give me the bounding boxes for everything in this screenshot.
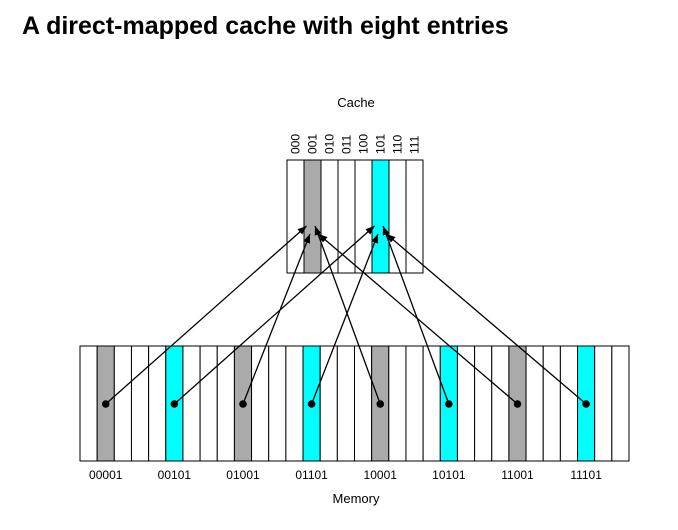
memory-address-label: 01101 (295, 468, 328, 482)
cache-entry (303, 159, 322, 274)
memory-block-cell (491, 345, 510, 462)
memory-block-cell (405, 345, 424, 462)
memory-address-label: 00101 (158, 468, 192, 482)
cache-index-label: 000 (289, 134, 303, 154)
memory-block-cell (611, 345, 630, 462)
memory-address-labels: 00001 00101 01001 01101 10001 10101 11001 11101 (89, 468, 602, 482)
cache-index-label: 110 (391, 135, 405, 154)
memory-address-label: 00001 (89, 468, 123, 482)
memory-block-dot (307, 400, 316, 408)
mapping-arrow (314, 225, 381, 405)
mapping-arrow (173, 225, 375, 405)
memory-address-label: 11101 (570, 468, 602, 482)
cache-entry (320, 159, 339, 274)
cache-index-label: 111 (408, 135, 422, 154)
mapping-arrows (101, 225, 590, 408)
cache-entry (388, 159, 407, 274)
memory-block-cell (422, 345, 441, 462)
memory-block (79, 345, 630, 462)
memory-block-dot (101, 400, 110, 408)
memory-block-cell (542, 345, 561, 462)
memory-block-dot (376, 400, 385, 408)
memory-block-cell (559, 345, 579, 462)
memory-block-cell (130, 345, 150, 462)
cache-entry (371, 159, 390, 274)
memory-block-cell (79, 345, 98, 462)
memory-block-cell (268, 345, 287, 462)
page-title: A direct-mapped cache with eight entries (22, 12, 509, 40)
memory-address-label: 01001 (226, 468, 260, 482)
mapping-arrow (386, 233, 587, 405)
mapping-arrow (311, 233, 379, 405)
memory-block-cell (251, 345, 270, 462)
mapping-arrow (242, 233, 311, 405)
memory-block-cell (456, 345, 476, 462)
memory-block-dot (445, 400, 453, 408)
mapping-arrow (318, 233, 518, 405)
cache-label: Cache (337, 95, 375, 110)
memory-block-cell (182, 345, 201, 462)
memory-address-label: 10101 (432, 468, 466, 482)
memory-block-cell (525, 345, 544, 462)
memory-label: Memory (333, 491, 380, 506)
memory-block-cell (113, 345, 132, 462)
memory-address-label: 11001 (501, 468, 534, 482)
memory-block-dot (582, 400, 590, 408)
memory-block-cell (199, 345, 218, 462)
memory-block-cell (388, 345, 407, 462)
cache-index-label: 100 (357, 134, 371, 154)
mapping-arrow (382, 225, 450, 405)
memory-block-dot (170, 400, 179, 408)
cache-index-label: 010 (323, 134, 337, 154)
memory-block-cell (336, 345, 355, 462)
memory-block-dot (239, 400, 247, 408)
memory-block-cell (354, 345, 373, 462)
cache-index-label: 101 (374, 134, 388, 154)
cache-block (286, 159, 424, 274)
cache-entry (405, 159, 424, 274)
memory-block-dot (513, 400, 522, 408)
mapping-arrow (105, 225, 307, 405)
memory-block-cell (285, 345, 304, 462)
cache-index-label: 011 (340, 135, 354, 154)
cache-index-label: 001 (306, 134, 320, 154)
memory-block-cell (319, 345, 338, 462)
memory-block-cell (594, 345, 613, 462)
memory-block-cell (474, 345, 493, 462)
memory-address-label: 10001 (364, 468, 398, 482)
